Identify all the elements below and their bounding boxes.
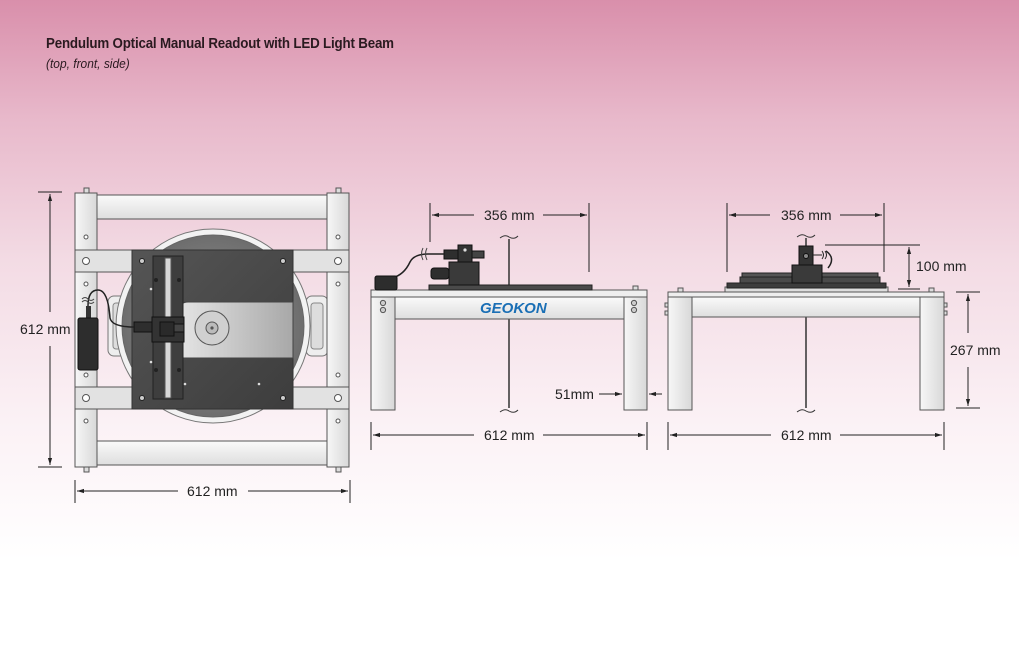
side-span-label: 356 mm bbox=[781, 207, 832, 223]
frame-bar-bottom bbox=[96, 440, 328, 466]
frame-rail-right bbox=[326, 192, 350, 468]
side-beam bbox=[691, 296, 921, 318]
led-light-source bbox=[133, 321, 153, 333]
front-leg-label: 51mm bbox=[555, 386, 594, 402]
geokon-logo: GEOKON bbox=[480, 300, 548, 317]
front-power-supply bbox=[374, 275, 398, 291]
front-width-dimension bbox=[370, 422, 648, 450]
front-leg-left bbox=[370, 296, 396, 411]
front-led-source bbox=[443, 249, 459, 260]
front-tabletop bbox=[370, 289, 648, 298]
top-view-height-dimension bbox=[38, 191, 62, 468]
side-beam-height-dimension bbox=[825, 244, 920, 290]
front-leg-right bbox=[623, 296, 648, 411]
side-width-dimension bbox=[667, 422, 945, 450]
slide-rail bbox=[133, 255, 185, 400]
frame-bar-top bbox=[96, 194, 328, 220]
side-leg-right bbox=[919, 296, 945, 411]
front-view: GEOKON 356 mm 612 mm 51mm bbox=[370, 203, 662, 450]
front-width-label: 612 mm bbox=[484, 427, 535, 443]
side-beam-height-label: 100 mm bbox=[916, 258, 967, 274]
top-view-height-label: 612 mm bbox=[20, 321, 71, 337]
top-view-width-label: 612 mm bbox=[187, 483, 238, 499]
power-supply bbox=[77, 289, 135, 371]
page-title: Pendulum Optical Manual Readout with LED… bbox=[46, 36, 394, 52]
top-view: 612 mm 612 mm bbox=[20, 187, 351, 503]
page-subtitle: (top, front, side) bbox=[46, 56, 130, 71]
front-instrument-plate bbox=[428, 284, 593, 291]
side-tabletop bbox=[667, 291, 945, 298]
side-span-dimension bbox=[726, 203, 885, 272]
side-table-height-dimension bbox=[956, 291, 980, 409]
side-width-label: 612 mm bbox=[781, 427, 832, 443]
front-span-label: 356 mm bbox=[484, 207, 535, 223]
front-span-dimension bbox=[429, 203, 590, 272]
side-table-height-label: 267 mm bbox=[950, 342, 1001, 358]
side-leg-left bbox=[667, 296, 693, 411]
side-view: 356 mm 100 mm 267 mm 612 mm bbox=[664, 203, 1001, 450]
top-view-width-dimension bbox=[74, 480, 351, 503]
